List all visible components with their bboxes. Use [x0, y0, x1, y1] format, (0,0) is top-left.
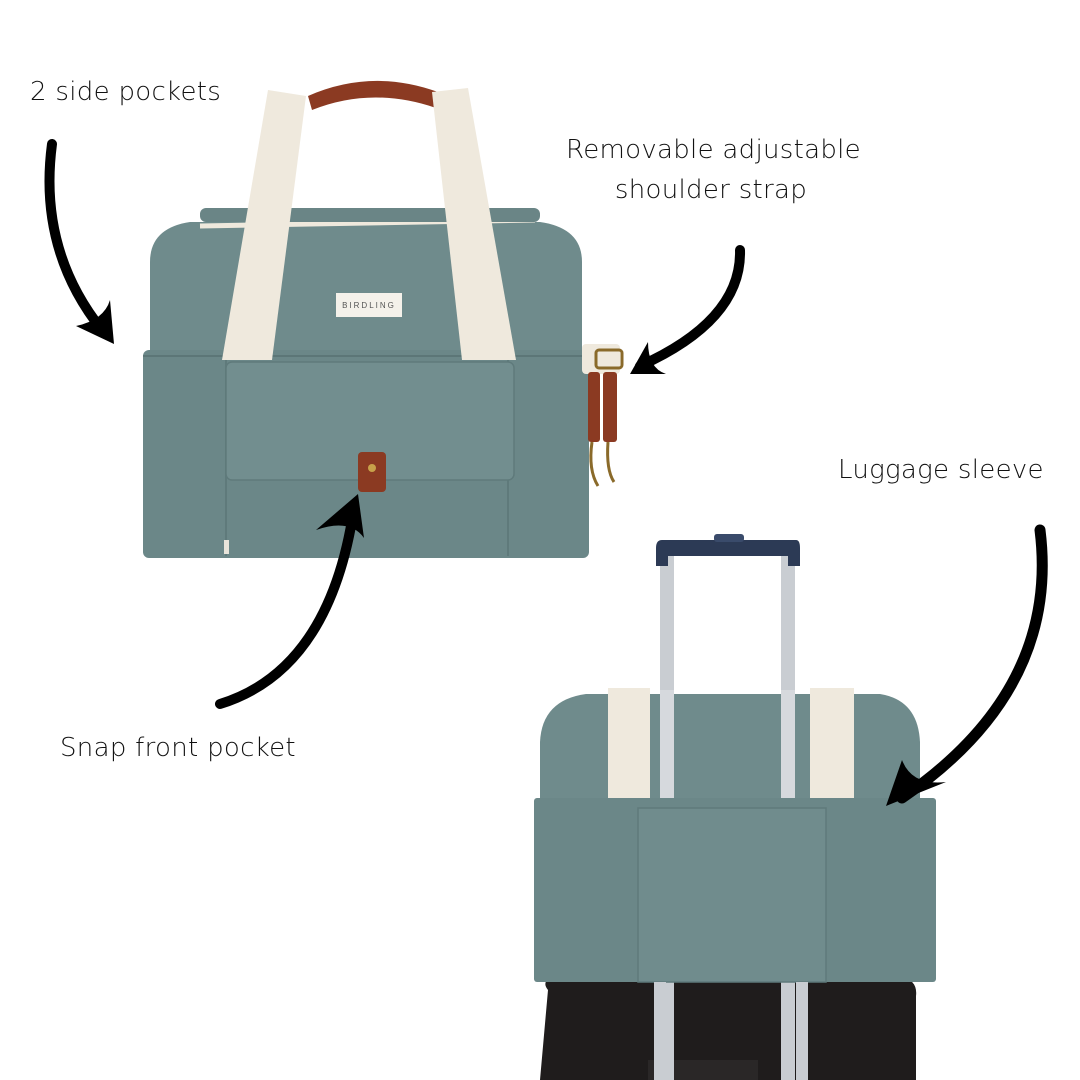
strap-right — [432, 88, 516, 360]
callout-shoulder-strap-line1: Removable adjustable — [566, 135, 861, 165]
arrow-luggage-sleeve — [886, 524, 1048, 806]
strap-left — [222, 90, 306, 360]
callout-luggage-sleeve: Luggage sleeve — [838, 455, 1044, 485]
luggage-handle — [656, 540, 800, 566]
brand-label: BIRDLING — [336, 293, 402, 317]
callout-side-pockets: 2 side pockets — [30, 77, 222, 107]
shoulder-strap-hardware — [582, 344, 624, 487]
callout-shoulder-strap: Removable adjustable shoulder strap — [566, 130, 861, 210]
callout-shoulder-strap-line2: shoulder strap — [614, 175, 808, 205]
arrow-side-pockets — [44, 139, 114, 344]
bag-luggage-view — [534, 534, 936, 1080]
luggage-sleeve-panel — [637, 807, 827, 983]
callout-front-pocket: Snap front pocket — [60, 733, 296, 763]
suitcase — [540, 976, 917, 1080]
leather-handle — [308, 80, 438, 110]
bag-front-view — [143, 80, 589, 558]
arrow-shoulder-strap — [630, 245, 746, 374]
arrow-front-pocket — [215, 494, 364, 709]
